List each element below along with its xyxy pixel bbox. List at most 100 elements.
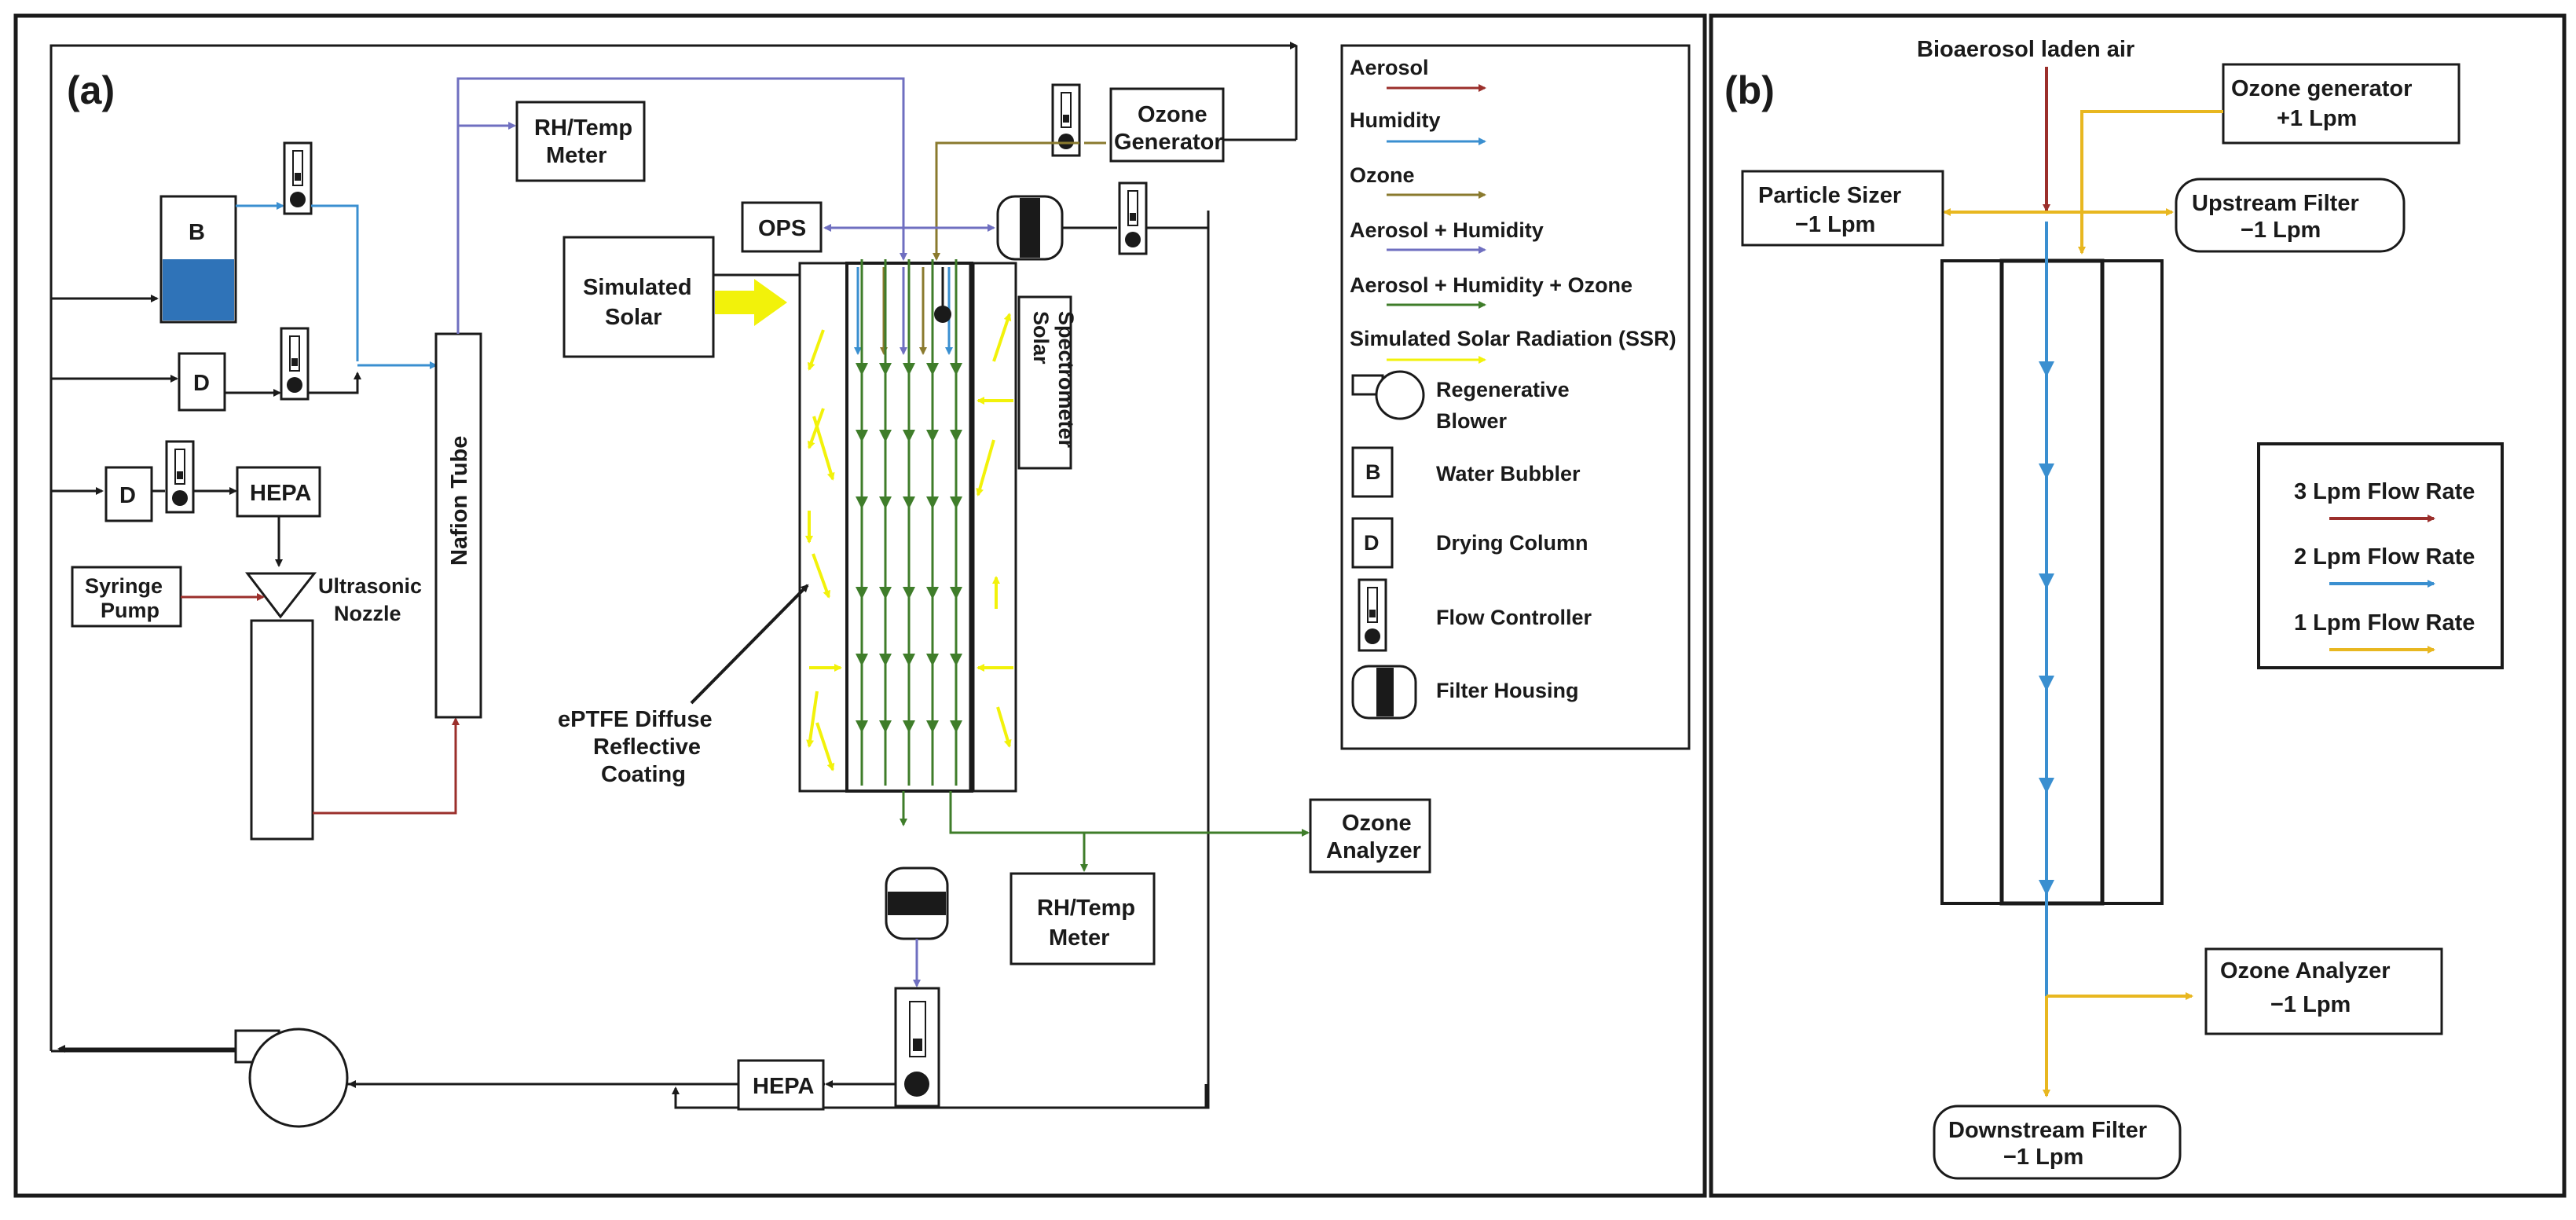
- flow-arrowhead: [950, 430, 962, 442]
- panel-a-frame: [13, 13, 1707, 1198]
- ozone-analyzer-a-2: Analyzer: [1326, 838, 1421, 863]
- flow-arrowhead: [879, 587, 892, 599]
- particle-sizer-2: −1 Lpm: [1795, 212, 1875, 237]
- rh-temp-meter-bottom: [1010, 872, 1156, 965]
- flow-arrowhead: [2039, 676, 2054, 691]
- ssr-arrows: [805, 313, 1013, 771]
- legend-flow-controller: Flow Controller: [1436, 606, 1592, 629]
- particle-sizer: [1741, 170, 1944, 247]
- ozone-analyzer-b-2: −1 Lpm: [2270, 992, 2351, 1017]
- legend-b: [2257, 442, 2504, 669]
- solar-beam: [715, 279, 787, 326]
- drying-chamber: [250, 619, 314, 841]
- eptfe-label-3: Coating: [601, 762, 686, 787]
- hepa-top: [236, 466, 321, 518]
- flow-arrowhead: [926, 496, 939, 509]
- flow-arrowhead: [926, 720, 939, 733]
- legend-drying-key: D: [1364, 531, 1380, 555]
- hepa-bottom-label: HEPA: [753, 1074, 814, 1099]
- flow-controller-nebulizer: [165, 440, 195, 514]
- solar-spectrometer: [1017, 295, 1072, 470]
- rh-temp-bottom-2: Meter: [1049, 925, 1109, 951]
- hepa-top-label: HEPA: [250, 481, 311, 506]
- ozone-gen-b-2: +1 Lpm: [2277, 106, 2357, 131]
- flow-arrowhead: [926, 587, 939, 599]
- flow-arrowhead: [2039, 573, 2054, 589]
- bubbler-label: B: [189, 220, 205, 245]
- ozone-analyzer-b-1: Ozone Analyzer: [2220, 958, 2390, 984]
- bubbler-water: [163, 259, 234, 321]
- upstream-2: −1 Lpm: [2241, 218, 2321, 243]
- legend-flow-controller-icon: [1358, 578, 1387, 652]
- flow-arrowhead: [856, 720, 868, 733]
- legend-filter-housing-icon: [1351, 665, 1417, 720]
- ultrasonic-nozzle: [244, 572, 317, 619]
- flow-arrowhead: [950, 363, 962, 376]
- flow-arrowhead: [903, 363, 915, 376]
- reactor-arrowheads: [856, 363, 962, 733]
- flow-arrowhead: [2039, 880, 2054, 896]
- flow-arrowhead: [903, 654, 915, 666]
- ultrasonic-label-2: Nozzle: [334, 602, 401, 625]
- flow-arrowhead: [856, 654, 868, 666]
- legend-blower-1: Regenerative: [1436, 378, 1570, 401]
- legend-b-2lpm: 2 Lpm Flow Rate: [2294, 544, 2475, 570]
- ozone-generator-b: [2222, 63, 2461, 145]
- legend-b-1lpm: 1 Lpm Flow Rate: [2294, 610, 2475, 636]
- ozone-analyzer-b: [2204, 947, 2443, 1035]
- drying-column-1: [178, 352, 226, 412]
- flow-arrowhead: [879, 654, 892, 666]
- flow-arrowhead: [926, 363, 939, 376]
- flow-arrowhead: [950, 654, 962, 666]
- rh-temp-top-2: Meter: [546, 143, 606, 168]
- legend-aerosol: Aerosol: [1350, 56, 1429, 79]
- panel-b-tag: (b): [1724, 68, 1775, 112]
- spectro-label-2: Spectrometer: [1054, 311, 1078, 449]
- flow-arrowhead: [950, 496, 962, 509]
- ozone-analyzer-a: [1309, 798, 1431, 874]
- ops-label: OPS: [758, 216, 806, 241]
- legend-b-3lpm: 3 Lpm Flow Rate: [2294, 479, 2475, 504]
- legend-bubbler-icon: [1351, 446, 1394, 498]
- drying-label-2: D: [119, 483, 136, 508]
- ozone-gen-b-1: Ozone generator: [2231, 76, 2412, 101]
- legend-ssr: Simulated Solar Radiation (SSR): [1350, 327, 1676, 350]
- flow-arrowhead: [879, 720, 892, 733]
- flow-arrowhead: [879, 363, 892, 376]
- flow-controller-ops: [1118, 181, 1148, 255]
- legend-bubbler-key: B: [1365, 460, 1381, 484]
- flow-arrowhead: [856, 363, 868, 376]
- downstream-2: −1 Lpm: [2003, 1145, 2083, 1170]
- syringe-label-2: Pump: [101, 599, 159, 622]
- flow-arrowhead: [2039, 361, 2054, 377]
- inlet-label: Bioaerosol laden air: [1917, 37, 2134, 62]
- ozone-gen-2: Generator: [1114, 130, 1223, 155]
- legend-aerosol-humidity-ozone: Aerosol + Humidity + Ozone: [1350, 273, 1632, 297]
- flow-arrowhead: [950, 587, 962, 599]
- flow-arrowhead: [856, 430, 868, 442]
- flow-controller-bottom: [894, 987, 940, 1108]
- spectro-label-1: Solar: [1029, 311, 1053, 365]
- syringe-pump: [71, 566, 182, 628]
- legend-blower-icon: [1351, 370, 1425, 420]
- rh-temp-top-1: RH/Temp: [534, 115, 632, 141]
- drying-column-2: [104, 466, 153, 522]
- rh-temp-bottom-1: RH/Temp: [1037, 896, 1135, 921]
- flow-arrowhead: [856, 587, 868, 599]
- flow-arrowhead: [2039, 778, 2054, 793]
- rh-temp-meter-top: [515, 101, 646, 182]
- legend-blower-2: Blower: [1436, 409, 1508, 433]
- eptfe-label-1: ePTFE Diffuse: [558, 707, 713, 732]
- eptfe-label-2: Reflective: [593, 735, 701, 760]
- upstream-1: Upstream Filter: [2192, 191, 2359, 216]
- flow-arrowhead: [926, 430, 939, 442]
- legend-aerosol-humidity: Aerosol + Humidity: [1350, 218, 1544, 242]
- main-flow-arrowheads: [2039, 361, 2054, 896]
- downstream-filter: [1933, 1105, 2182, 1180]
- legend-drying-icon: [1351, 517, 1394, 569]
- legend-drying: Drying Column: [1436, 531, 1588, 555]
- flow-arrowhead: [903, 587, 915, 599]
- flow-controller-drying: [280, 327, 310, 401]
- legend-filter-housing: Filter Housing: [1436, 679, 1579, 702]
